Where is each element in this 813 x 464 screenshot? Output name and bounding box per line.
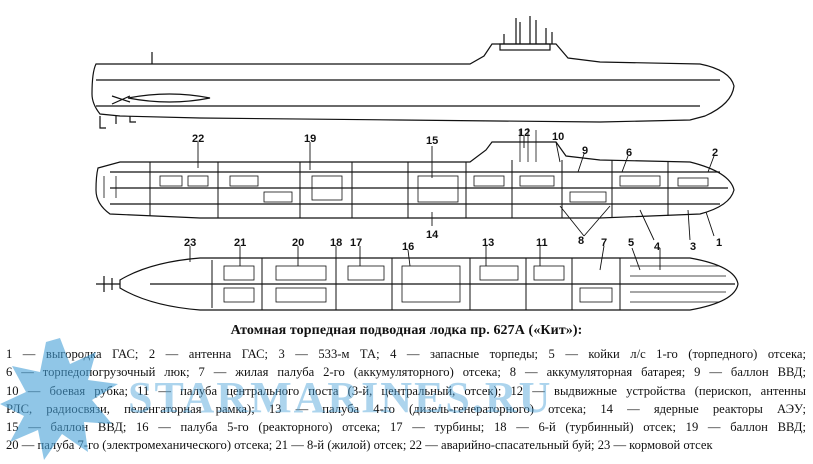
callout-13: 13 (482, 237, 494, 249)
callout-20: 20 (292, 237, 304, 249)
legend-line: 1 — выгородка ГАС; 2 — антенна ГАС; 3 — … (6, 347, 806, 361)
legend-line: РЛС, радиосвязи, пеленгаторная рамка); 1… (6, 401, 806, 416)
callout-8: 8 (578, 235, 584, 247)
callout-14: 14 (426, 229, 439, 241)
callout-7: 7 (601, 237, 607, 249)
callout-23: 23 (184, 237, 196, 249)
legend-line: 10 — боевая рубка; 11 — палуба центральн… (6, 383, 806, 398)
callout-11: 11 (536, 237, 548, 249)
legend-line: 6 — торпедопогрузочный люк; 7 — жилая па… (6, 365, 806, 380)
submarine-drawing: 1 2 3 4 5 6 7 8 9 10 11 12 13 14 15 16 1… (91, 16, 739, 311)
callout-4: 4 (654, 241, 661, 253)
callout-12: 12 (518, 127, 530, 139)
callout-2: 2 (712, 147, 718, 159)
legend: 1 — выгородка ГАС; 2 — антенна ГАС; 3 — … (6, 345, 806, 455)
callout-5: 5 (628, 237, 634, 249)
callout-17: 17 (350, 237, 362, 249)
side-view (91, 16, 735, 129)
longitudinal-section (95, 128, 735, 219)
callout-1: 1 (716, 237, 722, 249)
legend-line: 20 — палуба 7-го (электромеханического) … (6, 438, 713, 453)
figure-caption: Атомная торпедная подводная лодка пр. 62… (230, 323, 583, 338)
deck-plan (96, 257, 739, 311)
callout-3: 3 (690, 241, 696, 253)
callout-10: 10 (552, 131, 564, 143)
legend-line: 15 — баллон ВВД; 16 — палуба 5-го (реакт… (6, 420, 806, 435)
callout-6: 6 (626, 147, 632, 159)
callout-21: 21 (234, 237, 246, 249)
callout-22: 22 (192, 133, 204, 145)
callout-16: 16 (402, 241, 414, 253)
callout-15: 15 (426, 135, 438, 147)
callout-9: 9 (582, 145, 588, 157)
callout-18: 18 (330, 237, 342, 249)
callout-19: 19 (304, 133, 316, 145)
